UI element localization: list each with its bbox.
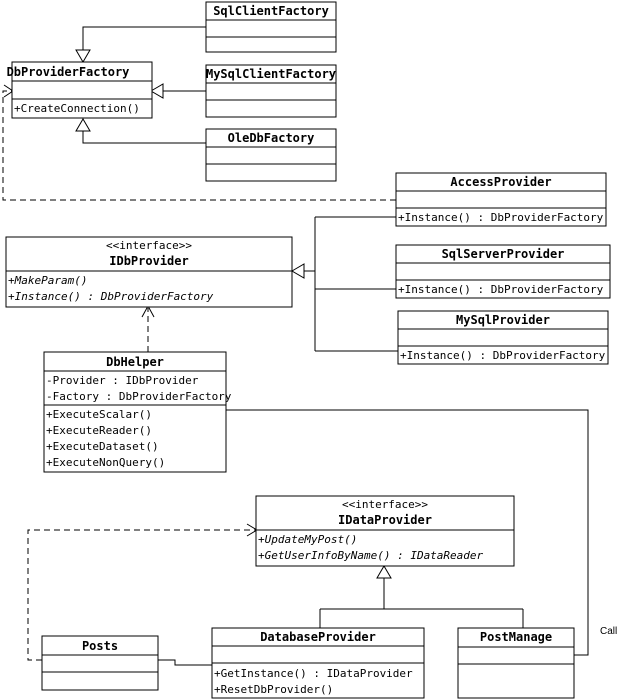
- class-name: SqlServerProvider: [442, 247, 565, 261]
- class-databaseprovider[interactable]: DatabaseProvider +GetInstance() : IDataP…: [211, 627, 425, 699]
- class-name: IDataProvider: [338, 513, 432, 527]
- stereotype-label: <<interface>>: [342, 498, 428, 511]
- class-name: Posts: [82, 639, 118, 653]
- class-dbhelper[interactable]: DbHelper -Provider : IDbProvider -Factor…: [43, 351, 232, 473]
- class-name: AccessProvider: [450, 175, 551, 189]
- class-attribute: -Provider : IDbProvider: [46, 374, 199, 387]
- class-name: PostManage: [480, 630, 552, 644]
- class-name: DatabaseProvider: [260, 630, 376, 644]
- class-method: +UpdateMyPost(): [258, 533, 357, 546]
- class-name: IDbProvider: [109, 254, 188, 268]
- class-mysqlprovider[interactable]: MySqlProvider +Instance() : DbProviderFa…: [397, 310, 609, 365]
- class-accessprovider[interactable]: AccessProvider +Instance() : DbProviderF…: [395, 172, 607, 227]
- call-association: [226, 409, 589, 656]
- class-method: +ResetDbProvider(): [214, 683, 333, 696]
- class-method: +Instance() : DbProviderFactory: [400, 349, 606, 362]
- class-method: +ExecuteNonQuery(): [46, 456, 165, 469]
- class-name: SqlClientFactory: [213, 4, 329, 18]
- class-method: +Instance() : DbProviderFactory: [8, 290, 214, 303]
- interface-idbprovider[interactable]: <<interface>> IDbProvider +MakeParam() +…: [5, 236, 293, 308]
- class-name: OleDbFactory: [228, 131, 315, 145]
- class-method: +ExecuteScalar(): [46, 408, 152, 421]
- class-name: MySqlClientFactory: [206, 67, 336, 81]
- class-method: +Instance() : DbProviderFactory: [398, 283, 604, 296]
- class-mysqlclientfactory[interactable]: MySqlClientFactory: [205, 64, 337, 118]
- class-method: +GetInstance() : IDataProvider: [214, 667, 413, 680]
- class-attribute: -Factory : DbProviderFactory: [46, 390, 232, 403]
- class-method: +ExecuteReader(): [46, 424, 152, 437]
- class-method: +CreateConnection(): [14, 102, 140, 115]
- association-posts-databaseprovider: [158, 659, 212, 666]
- class-posts[interactable]: Posts: [41, 635, 159, 691]
- class-name: DbProviderFactory: [7, 65, 130, 79]
- class-sqlclientfactory[interactable]: SqlClientFactory: [205, 1, 337, 53]
- interface-idataprovider[interactable]: <<interface>> IDataProvider +UpdateMyPos…: [255, 495, 515, 567]
- class-method: +Instance() : DbProviderFactory: [398, 211, 604, 224]
- stereotype-label: <<interface>>: [106, 239, 192, 252]
- class-sqlserverprovider[interactable]: SqlServerProvider +Instance() : DbProvid…: [395, 244, 611, 299]
- class-method: +MakeParam(): [8, 274, 87, 287]
- generalization-arrow: [75, 49, 91, 63]
- generalization-arrow: [75, 118, 91, 132]
- class-name: MySqlProvider: [456, 313, 550, 327]
- class-dbproviderfactory[interactable]: DbProviderFactory +CreateConnection(): [7, 61, 153, 119]
- class-name: DbHelper: [106, 355, 164, 369]
- realization-arrow: [291, 263, 305, 279]
- connector-sqlclient-to-factory: [82, 26, 206, 50]
- class-method: +GetUserInfoByName() : IDataReader: [258, 549, 484, 562]
- realization-arrow: [376, 565, 392, 579]
- class-method: +ExecuteDataset(): [46, 440, 159, 453]
- connector-oledb-to-factory: [82, 131, 206, 144]
- generalization-arrow: [150, 83, 164, 99]
- call-label: Call: [600, 626, 617, 637]
- class-postmanage[interactable]: PostManage: [457, 627, 575, 699]
- class-oledbfactory[interactable]: OleDbFactory: [205, 128, 337, 182]
